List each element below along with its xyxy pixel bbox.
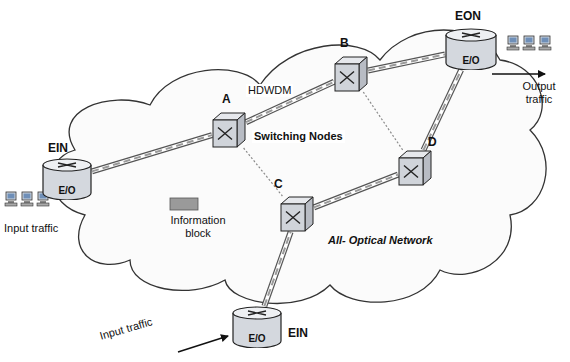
edge-router: EINE/O (232, 306, 282, 348)
switching-node: C (280, 196, 314, 232)
node-name: A (222, 92, 231, 106)
node-name: EIN (288, 326, 308, 340)
diagram-label: All- Optical Network (328, 234, 433, 247)
output-arrow (492, 73, 545, 75)
diagram-label: Information block (166, 214, 230, 239)
edge-router: EINE/O (42, 158, 92, 200)
node-name: D (428, 135, 437, 149)
wdm-link (264, 232, 290, 306)
fiber-link (244, 148, 283, 196)
node-name: EIN (48, 141, 68, 155)
diagram-label: HDWDM (246, 84, 293, 97)
converter-label: E/O (232, 333, 282, 344)
wdm-link (314, 175, 398, 208)
network-cloud (52, 30, 546, 304)
switching-node: B (334, 56, 368, 92)
wdm-link (92, 135, 212, 171)
input-computers (5, 192, 49, 206)
switch-symbol (334, 56, 368, 92)
output-computers (507, 36, 551, 50)
switch-symbol (280, 196, 314, 232)
edge-router: EONE/O (445, 28, 497, 70)
diagram-label: Input traffic (98, 315, 154, 342)
converter-label: E/O (445, 55, 497, 66)
switching-node: A (212, 112, 246, 148)
switch-symbol (398, 150, 432, 186)
wdm-link (368, 54, 445, 70)
node-name: EON (455, 9, 481, 23)
information-block (170, 198, 198, 210)
node-name: C (274, 177, 283, 191)
input-arrow (178, 336, 228, 352)
switching-node: D (398, 150, 432, 186)
wdm-link (424, 70, 462, 150)
converter-label: E/O (42, 185, 92, 196)
switch-symbol (212, 112, 246, 148)
diagram-label: Output traffic (512, 80, 566, 105)
node-name: B (340, 36, 349, 50)
diagram-label: Switching Nodes (252, 130, 345, 143)
fiber-link (363, 92, 402, 150)
diagram-label: Input traffic (4, 222, 58, 235)
wdm-link (246, 82, 334, 122)
